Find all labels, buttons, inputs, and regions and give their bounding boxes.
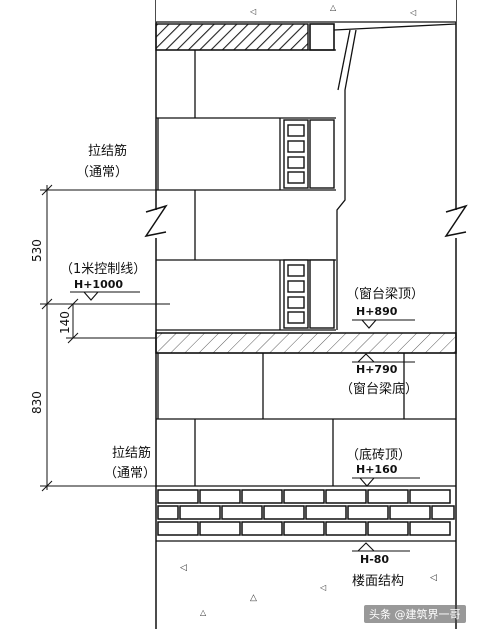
base-brick xyxy=(241,489,283,504)
hollow-brick-upper xyxy=(283,119,335,189)
sill-bottom-elevation: H+790 xyxy=(356,363,398,376)
base-brick xyxy=(199,489,241,504)
tie-bar-bottom-sub: （通常） xyxy=(104,466,157,481)
base-brick xyxy=(241,521,283,536)
dimension-lines xyxy=(40,184,170,492)
svg-text:△: △ xyxy=(250,592,257,602)
top-concrete: ◁ △ ◁ xyxy=(156,0,456,23)
floor-elevation: H-80 xyxy=(360,553,390,566)
base-brick xyxy=(409,521,451,536)
base-brick xyxy=(409,489,451,504)
svg-text:◁: ◁ xyxy=(320,583,327,592)
base-brick xyxy=(157,521,199,536)
base-brick xyxy=(325,521,367,536)
svg-text:◁: ◁ xyxy=(430,572,437,582)
base-brick xyxy=(263,505,305,520)
elevation-markers xyxy=(70,291,420,552)
base-brick xyxy=(325,489,367,504)
brick-top-label: （底砖顶） xyxy=(346,448,412,463)
base-brick xyxy=(283,489,325,504)
base-brick xyxy=(179,505,221,520)
sill-bottom-label: （窗台梁底） xyxy=(340,382,419,397)
base-brick xyxy=(157,489,199,504)
svg-text:△: △ xyxy=(200,608,207,617)
svg-text:◁: ◁ xyxy=(180,562,187,572)
svg-text:◁: ◁ xyxy=(410,8,417,17)
svg-text:△: △ xyxy=(330,3,337,12)
brick-top-elevation: H+160 xyxy=(356,463,398,476)
base-brick xyxy=(367,521,409,536)
sill-beam xyxy=(155,332,457,354)
svg-text:◁: ◁ xyxy=(250,7,257,16)
control-line-elevation: H+1000 xyxy=(74,278,124,291)
base-brick xyxy=(431,505,455,520)
base-brick xyxy=(389,505,431,520)
sill-top-elevation: H+890 xyxy=(356,305,398,318)
base-bricks xyxy=(157,489,455,536)
floor-concrete: ◁ △ ◁ △ ◁ xyxy=(156,540,456,617)
base-brick xyxy=(283,521,325,536)
base-brick xyxy=(305,505,347,520)
dimension-530: 530 xyxy=(30,239,44,262)
dimension-830: 830 xyxy=(30,391,44,414)
tie-bar-top-sub: （通常） xyxy=(76,165,129,180)
base-brick xyxy=(347,505,389,520)
sill-top-label: （窗台梁顶） xyxy=(346,287,425,302)
wall-outline xyxy=(144,0,468,629)
jamb-line xyxy=(333,23,457,330)
top-hatched-beam xyxy=(155,23,335,51)
base-brick xyxy=(157,505,179,520)
hollow-brick-lower xyxy=(283,259,335,329)
base-brick xyxy=(221,505,263,520)
tie-bar-bottom-label: 拉结筋 xyxy=(112,446,152,461)
tie-bar-top-label: 拉结筋 xyxy=(88,144,128,159)
control-line-label: （1米控制线） xyxy=(60,262,147,277)
base-brick xyxy=(367,489,409,504)
floor-structure-label: 楼面结构 xyxy=(352,574,405,589)
watermark: 头条 @建筑界一哥 xyxy=(364,605,466,623)
dimension-140: 140 xyxy=(58,311,72,334)
lower-bricks xyxy=(156,352,456,487)
base-brick xyxy=(199,521,241,536)
upper-bricks xyxy=(156,49,336,331)
